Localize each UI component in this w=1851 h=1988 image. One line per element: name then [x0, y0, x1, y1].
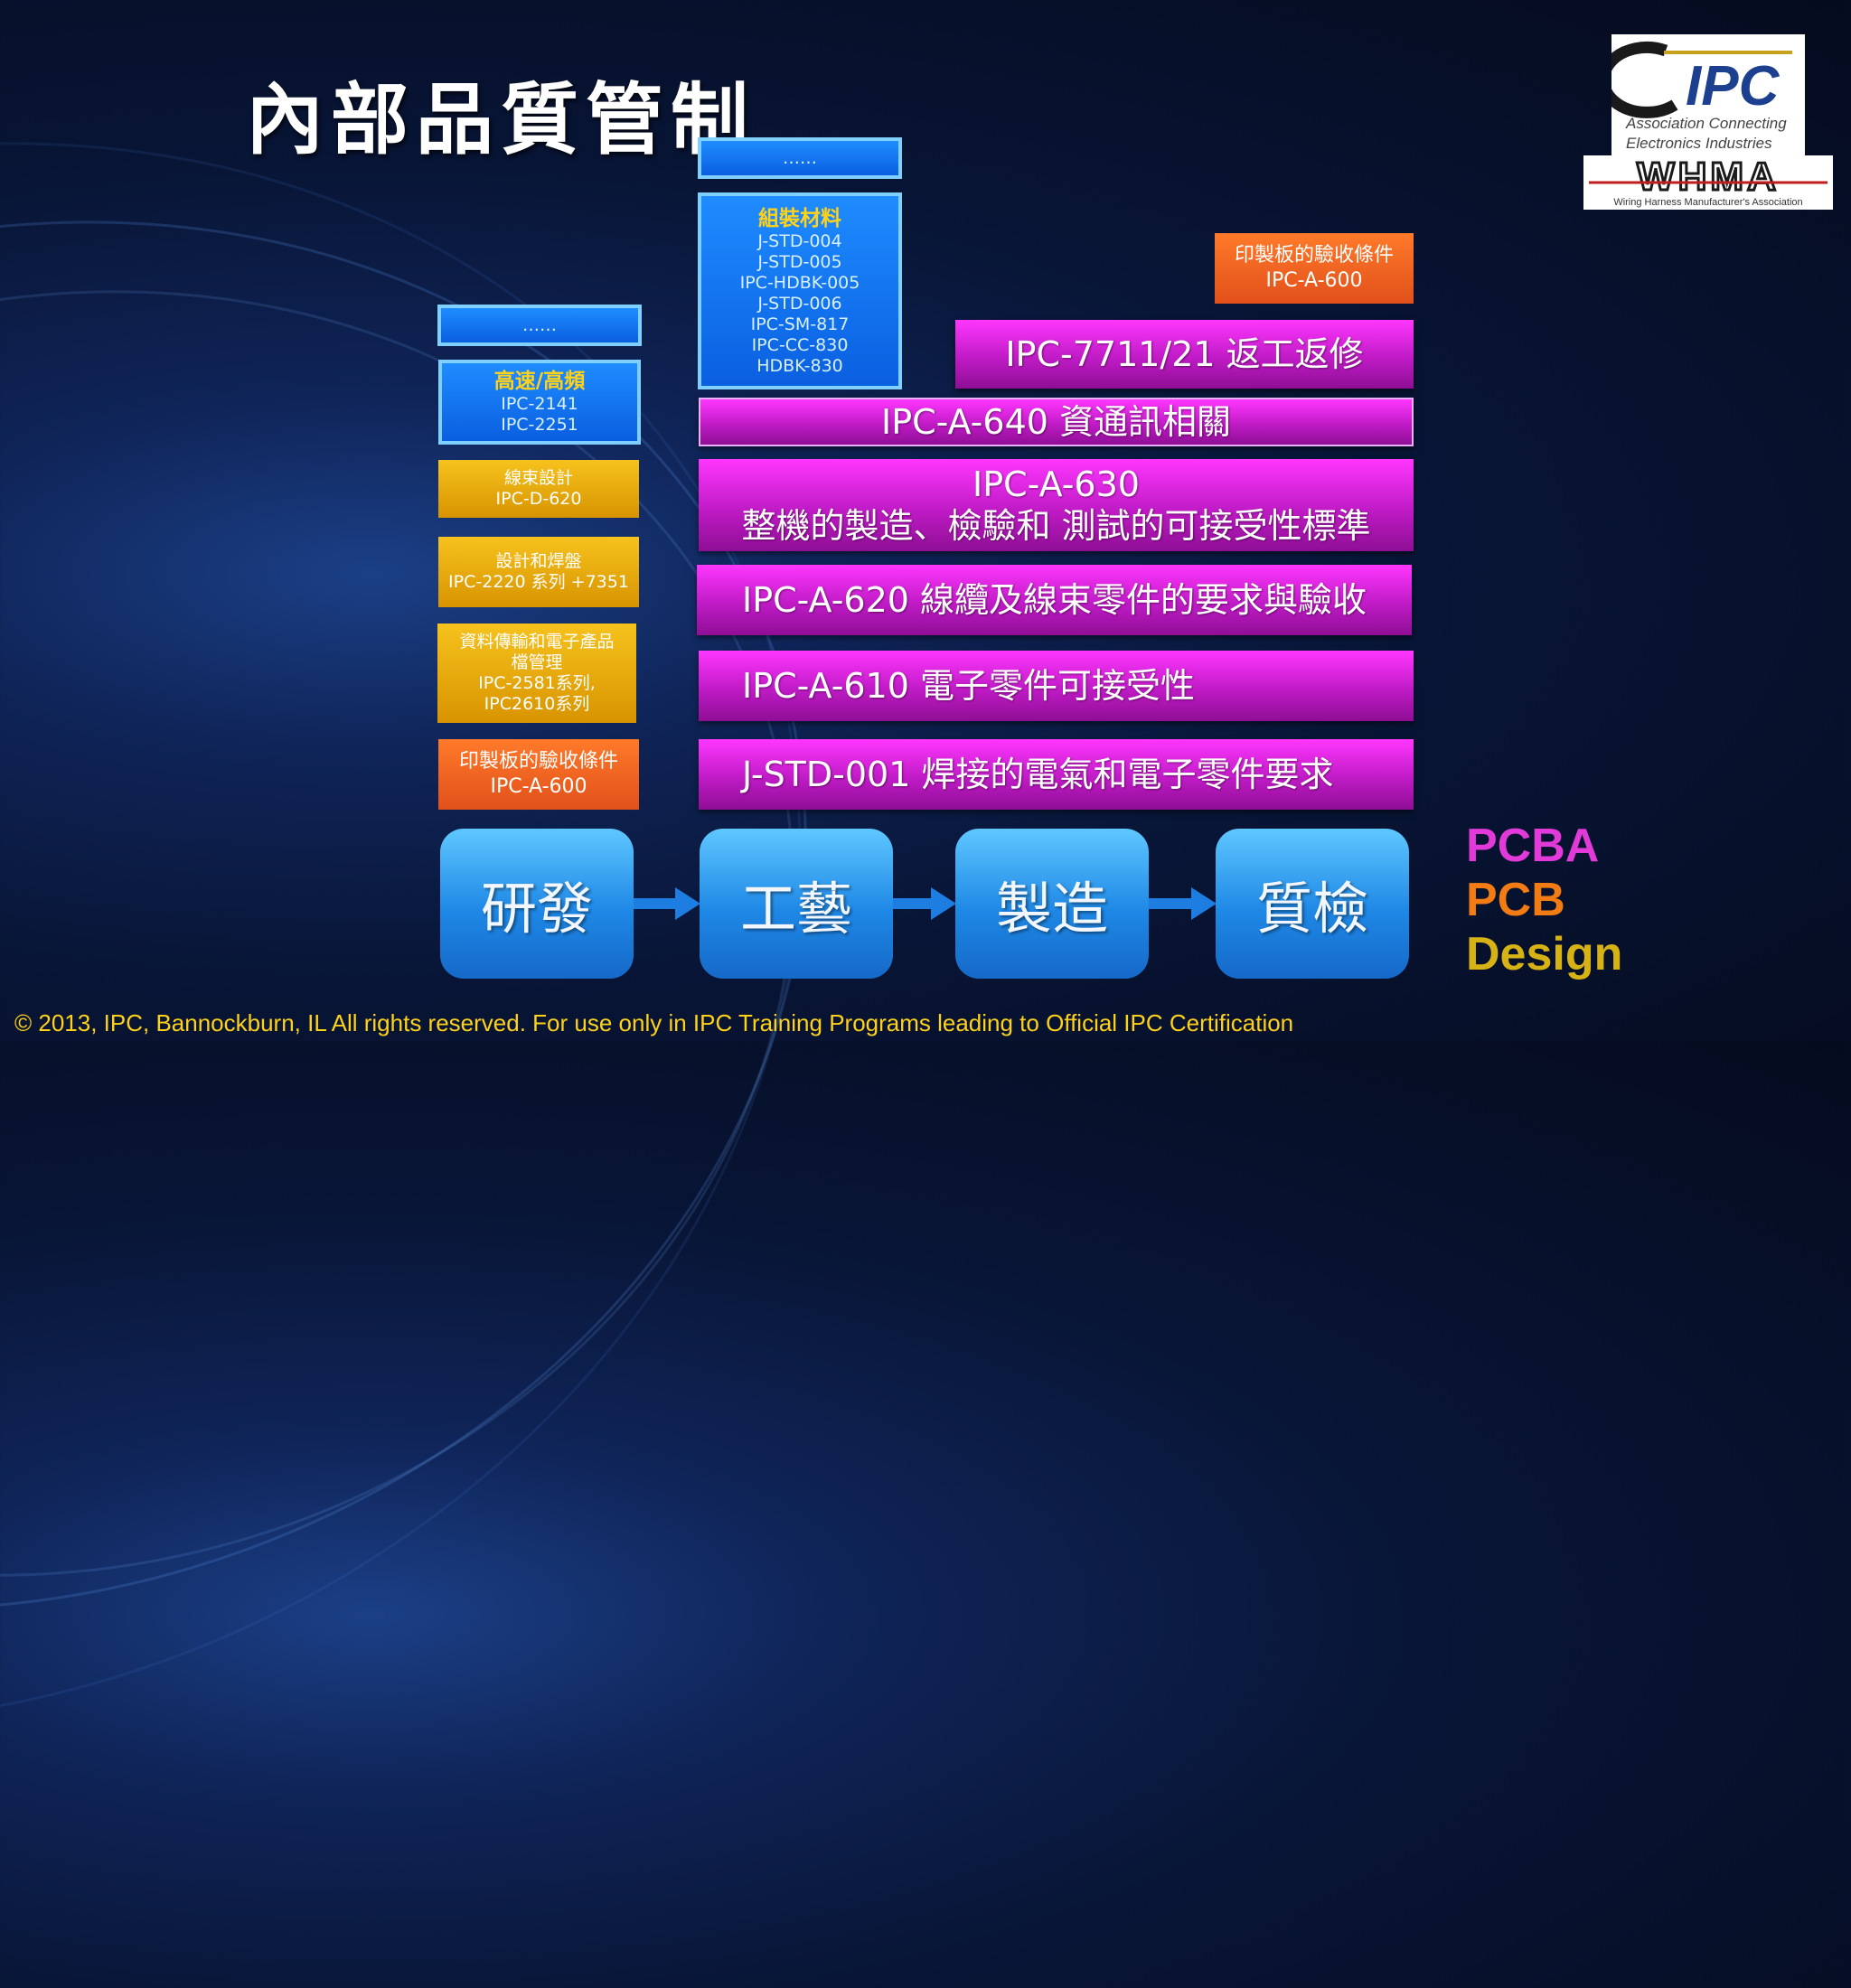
arrow-right-icon	[1149, 887, 1217, 920]
ipc630-label-1: IPC-A-630	[972, 464, 1140, 504]
middle-ellipsis-box: ……	[698, 137, 902, 179]
ipc630-label-2: 整機的製造、檢驗和 測試的可接受性標準	[741, 506, 1371, 546]
whma-logo: WHMA Wiring Harness Manufacturer's Assoc…	[1583, 154, 1833, 210]
right-pcb-accept-box: 印製板的驗收條件 IPC-A-600	[1215, 233, 1414, 304]
step-rd: 研發	[440, 829, 634, 979]
materials-line-1: J-STD-004	[757, 230, 842, 251]
step-rd-label: 研發	[480, 876, 593, 942]
whma-logo-text: WHMA	[1637, 155, 1780, 199]
right-pcb-accept-line-2: IPC-A-600	[1265, 269, 1363, 292]
ipc610-label: IPC-A-610 電子零件可接受性	[742, 666, 1196, 706]
ipc-tagline-2: Electronics Industries	[1626, 135, 1772, 152]
pcba-label: PCBA	[1466, 820, 1600, 872]
materials-line-6: IPC-CC-830	[751, 334, 849, 355]
pcb-label: PCB	[1466, 874, 1565, 926]
materials-line-3: IPC-HDBK-005	[739, 272, 860, 293]
data-transfer-line-1: 資料傳輸和電子產品	[459, 632, 615, 652]
step-manufacture-label: 製造	[995, 876, 1108, 942]
step-process-label: 工藝	[739, 876, 852, 942]
jstd001-label: J-STD-001 焊接的電氣和電子零件要求	[742, 755, 1334, 794]
design-land-line-2: IPC-2220 系列 +7351	[448, 572, 629, 592]
design-label: Design	[1466, 928, 1623, 980]
data-transfer-line-3: IPC-2581系列,	[478, 673, 596, 693]
arrow-right-icon	[893, 887, 956, 920]
harness-design-box: 線束設計 IPC-D-620	[438, 460, 639, 518]
high-speed-line-2: IPC-2251	[501, 415, 578, 435]
materials-line-5: IPC-SM-817	[750, 314, 850, 334]
copyright-footer: © 2013, IPC, Bannockburn, IL All rights …	[14, 1009, 1294, 1036]
ipc630-bar: IPC-A-630 整機的製造、檢驗和 測試的可接受性標準	[699, 459, 1414, 551]
middle-ellipsis-text: ……	[783, 147, 817, 168]
ipc-logo-text: IPC	[1686, 55, 1781, 117]
materials-line-4: J-STD-006	[757, 293, 842, 314]
data-transfer-line-4: IPC2610系列	[484, 694, 590, 714]
ipc-logo-graphic: IPC Association Connecting Electronics I…	[1597, 41, 1792, 152]
ipc620-bar: IPC-A-620 線纜及線束零件的要求與驗收	[697, 565, 1412, 635]
slide-title: 內部品質管制	[246, 75, 756, 165]
left-ellipsis-box: ……	[437, 305, 642, 346]
high-speed-box: 高速/高頻 IPC-2141 IPC-2251	[438, 360, 641, 445]
ipc610-bar: IPC-A-610 電子零件可接受性	[699, 651, 1414, 721]
ipc640-bar: IPC-A-640 資通訊相關	[699, 398, 1414, 446]
right-pcb-accept-line-1: 印製板的驗收條件	[1234, 244, 1394, 267]
materials-box: 組裝材料 J-STD-004 J-STD-005 IPC-HDBK-005 J-…	[698, 192, 902, 389]
step-inspection-label: 質檢	[1255, 876, 1368, 942]
harness-design-line-2: IPC-D-620	[495, 489, 582, 509]
arrow-right-icon	[634, 887, 700, 920]
design-land-line-1: 設計和焊盤	[495, 551, 582, 571]
rework-bar: IPC-7711/21 返工返修	[955, 320, 1414, 389]
materials-head: 組裝材料	[758, 206, 841, 230]
left-pcb-accept-line-2: IPC-A-600	[490, 775, 587, 798]
left-pcb-accept-line-1: 印製板的驗收條件	[458, 750, 618, 773]
left-ellipsis-text: ……	[522, 314, 557, 335]
whma-logo-graphic: WHMA Wiring Harness Manufacturer's Assoc…	[1589, 154, 1828, 208]
data-transfer-line-2: 檔管理	[511, 652, 563, 672]
ipc-logo: IPC Association Connecting Electronics I…	[1597, 34, 1805, 157]
step-manufacture: 製造	[955, 829, 1149, 979]
high-speed-head: 高速/高頻	[493, 370, 586, 393]
ipc620-label: IPC-A-620 線纜及線束零件的要求與驗收	[742, 580, 1367, 620]
step-inspection: 質檢	[1216, 829, 1409, 979]
ipc-tagline-1: Association Connecting	[1625, 115, 1787, 132]
materials-line-2: J-STD-005	[757, 251, 842, 272]
design-land-box: 設計和焊盤 IPC-2220 系列 +7351	[438, 537, 639, 607]
jstd001-bar: J-STD-001 焊接的電氣和電子零件要求	[699, 739, 1414, 810]
materials-line-7: HDBK-830	[756, 355, 843, 376]
harness-design-line-1: 線束設計	[503, 468, 573, 488]
ipc640-label: IPC-A-640 資通訊相關	[880, 402, 1231, 442]
left-pcb-accept-box: 印製板的驗收條件 IPC-A-600	[438, 739, 639, 810]
step-process: 工藝	[700, 829, 893, 979]
whma-tagline: Wiring Harness Manufacturer's Associatio…	[1613, 197, 1802, 208]
rework-label: IPC-7711/21 返工返修	[1005, 334, 1364, 374]
high-speed-line-1: IPC-2141	[501, 394, 578, 414]
data-transfer-box: 資料傳輸和電子產品 檔管理 IPC-2581系列, IPC2610系列	[437, 624, 636, 723]
